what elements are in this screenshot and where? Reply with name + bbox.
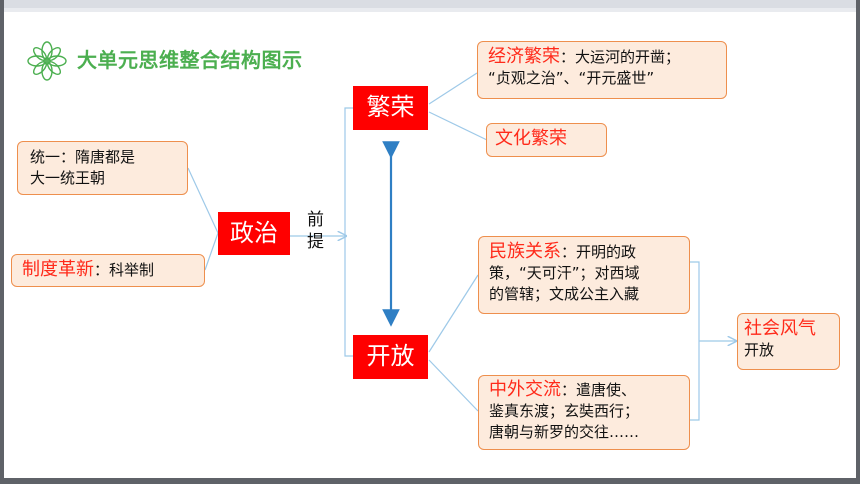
bottom-border <box>0 478 860 484</box>
social-text: 开放 <box>744 341 775 359</box>
flower-icon <box>27 41 67 81</box>
premise-line-2: 提 <box>307 232 324 252</box>
node-prosperity: 繁荣 <box>353 86 428 130</box>
unify-line-1: 统一：隋唐都是 <box>30 148 136 166</box>
reform-keyword: 制度革新 <box>22 259 94 280</box>
ethnic-keyword: 民族关系 <box>489 241 561 262</box>
unify-line-2: 大一统王朝 <box>30 169 106 187</box>
social-box: 社会风气 开放 <box>737 313 840 370</box>
foreign-line-2: 鉴真东渡；玄奘西行； <box>489 402 640 420</box>
premise-line-1: 前 <box>307 210 324 230</box>
economy-keyword: 经济繁荣 <box>488 46 560 67</box>
social-keyword: 社会风气 <box>744 318 816 339</box>
ethnic-line-2: 策，“天可汗”；对西域 <box>489 264 640 282</box>
economy-box: 经济繁荣：大运河的开凿； “贞观之治”、“开元盛世” <box>477 41 727 99</box>
top-bar-shadow <box>4 8 856 12</box>
foreign-keyword: 中外交流 <box>489 379 561 400</box>
culture-box: 文化繁荣 <box>486 123 607 157</box>
ethnic-line-3: 的管辖；文成公主入藏 <box>489 285 640 303</box>
node-openness: 开放 <box>353 335 428 379</box>
culture-keyword: 文化繁荣 <box>495 128 567 149</box>
premise-label: 前 提 <box>307 209 324 253</box>
foreign-line-3: 唐朝与新罗的交往…… <box>489 423 640 441</box>
right-border <box>856 0 860 484</box>
ethnic-line-1: ：开明的政 <box>561 243 637 261</box>
unify-box: 统一：隋唐都是 大一统王朝 <box>17 141 188 195</box>
economy-line-2: “贞观之治”、“开元盛世” <box>488 69 655 87</box>
foreign-line-1: ：遣唐使、 <box>561 381 637 399</box>
page-title: 大单元思维整合结构图示 <box>77 48 303 72</box>
left-border <box>0 0 4 484</box>
top-bar <box>4 0 856 8</box>
node-politics: 政治 <box>218 212 290 255</box>
foreign-box: 中外交流：遣唐使、 鉴真东渡；玄奘西行； 唐朝与新罗的交往…… <box>478 375 690 450</box>
reform-box: 制度革新：科举制 <box>11 254 205 287</box>
economy-line-1: ：大运河的开凿； <box>560 48 681 66</box>
ethnic-box: 民族关系：开明的政 策，“天可汗”；对西域 的管辖；文成公主入藏 <box>478 236 690 314</box>
reform-text: ：科举制 <box>94 261 155 279</box>
